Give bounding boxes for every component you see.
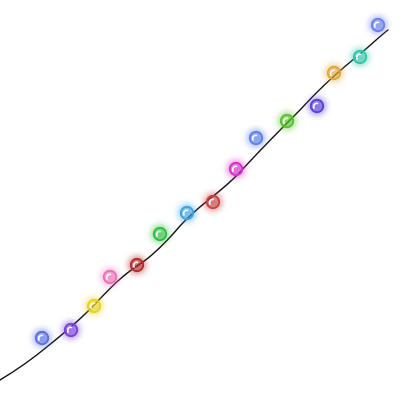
bulb-body [129,257,145,273]
bulb-icon [325,64,343,82]
bulbs-group [33,16,387,347]
bulb-body [63,322,79,338]
bulb-highlight [251,134,258,141]
bulb-icon [62,321,80,339]
bulb-body [228,161,244,177]
bulb-icon [278,112,296,130]
bulb-icon [204,193,222,211]
bulb-highlight [231,165,238,172]
bulb-highlight [89,302,96,309]
bulb-icon [178,204,196,222]
bulb-body [326,65,342,81]
bulb-highlight [105,273,112,280]
bulb-body [279,113,295,129]
bulb-highlight [37,334,44,341]
bulb-icon [351,48,369,66]
bulb-icon [308,97,326,115]
bulb-body [152,226,168,242]
bulb-body [309,98,325,114]
bulb-body [205,194,221,210]
bulb-icon [151,225,169,243]
bulb-body [248,130,264,146]
bulb-highlight [282,117,289,124]
bulb-icon [101,268,119,286]
bulb-highlight [132,261,139,268]
bulb-icon [128,256,146,274]
bulb-icon [85,297,103,315]
bulb-highlight [66,326,73,333]
bulb-body [86,298,102,314]
bulb-body [102,269,118,285]
bulb-highlight [182,209,189,216]
bulb-icon [33,329,51,347]
bulb-icon [247,129,265,147]
bulb-body [179,205,195,221]
bulb-highlight [355,53,362,60]
bulb-body [34,330,50,346]
bulb-highlight [329,69,336,76]
bulb-highlight [155,230,162,237]
bulb-body [352,49,368,65]
bulb-highlight [208,198,215,205]
bulb-icon [227,160,245,178]
bulb-body [370,17,386,33]
bulb-icon [369,16,387,34]
light-string-wire [0,29,389,381]
bulb-highlight [373,21,380,28]
bulb-highlight [312,102,319,109]
